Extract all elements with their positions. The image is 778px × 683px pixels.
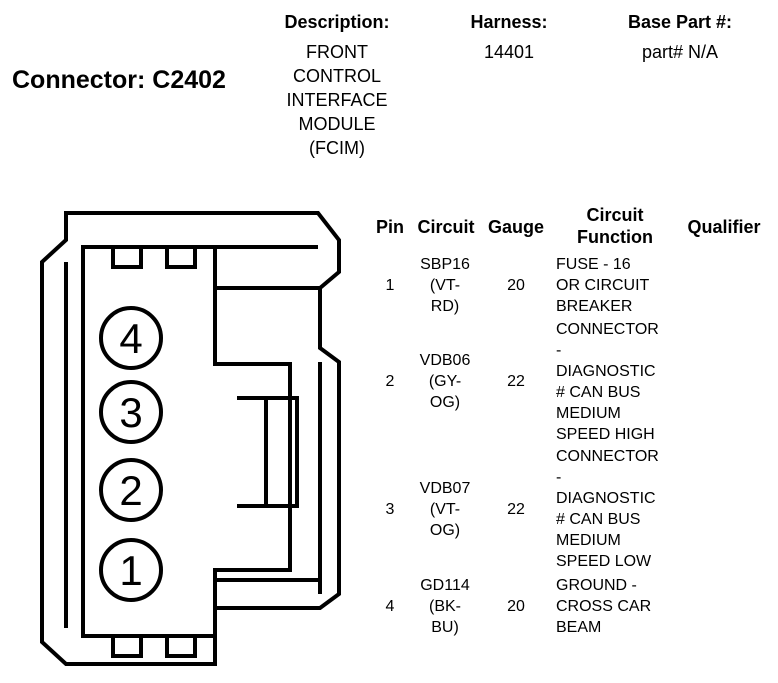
pin-cavity-3	[99, 380, 163, 444]
gauge-cell: 20	[507, 598, 525, 615]
right-bottom-latch	[213, 578, 320, 608]
pin-number-3: 3	[119, 389, 142, 436]
function-cell: CONNECTOR - DIAGNOSTIC # CAN BUS MEDIUM …	[556, 321, 659, 443]
bottom-pocket-right	[165, 634, 197, 658]
gauge-cell: 22	[507, 373, 525, 390]
circuit-cell: VDB07 (VT- OG)	[419, 480, 471, 539]
pin-cavities	[99, 306, 163, 602]
pin-number-4: 4	[119, 315, 142, 362]
connector-title: Connector: C2402	[12, 66, 226, 94]
pin-number-1: 1	[119, 547, 142, 594]
description-value: FRONT CONTROL INTERFACE MODULE (FCIM)	[286, 42, 388, 158]
pin-cavity-4	[99, 306, 163, 370]
circuit-cell: GD114 (BK- BU)	[420, 577, 470, 636]
harness-label: Harness:	[470, 12, 548, 32]
pin-cell: 3	[385, 501, 395, 518]
connector-face-diagram: 4 3 2 1	[40, 211, 341, 666]
connector-housing-outline	[40, 211, 341, 666]
bottom-pocket-left	[111, 634, 143, 658]
pin-number-2: 2	[119, 467, 142, 514]
description-label: Description:	[284, 12, 390, 32]
function-cell: GROUND - CROSS CAR BEAM	[556, 577, 652, 636]
base-part-value: part# N/A	[641, 42, 719, 62]
circuit-cell: SBP16 (VT- RD)	[420, 256, 470, 315]
circuit-cell: VDB06 (GY- OG)	[419, 352, 471, 411]
pin-cell: 4	[385, 598, 395, 615]
top-pocket-left	[111, 245, 143, 269]
gauge-cell: 20	[507, 277, 525, 294]
col-header-qualifier: Qualifier	[687, 217, 761, 237]
col-header-pin: Pin	[375, 217, 404, 237]
polarizing-key	[237, 396, 299, 508]
col-header-circuit-function: Circuit Function	[577, 205, 653, 247]
pin-cavity-2	[99, 458, 163, 522]
function-cell: CONNECTOR - DIAGNOSTIC # CAN BUS MEDIUM …	[556, 448, 659, 570]
col-header-gauge: Gauge	[487, 217, 544, 237]
col-header-circuit: Circuit	[417, 217, 475, 237]
pin-cavity-1	[99, 538, 163, 602]
gauge-cell: 22	[507, 501, 525, 518]
base-part-label: Base Part #:	[627, 12, 733, 32]
right-top-latch	[215, 245, 320, 290]
pin-cell: 2	[385, 373, 395, 390]
pin-cell: 1	[385, 277, 395, 294]
function-cell: FUSE - 16 OR CIRCUIT BREAKER	[556, 256, 650, 315]
harness-value: 14401	[483, 42, 535, 62]
top-pocket-right	[165, 245, 197, 269]
